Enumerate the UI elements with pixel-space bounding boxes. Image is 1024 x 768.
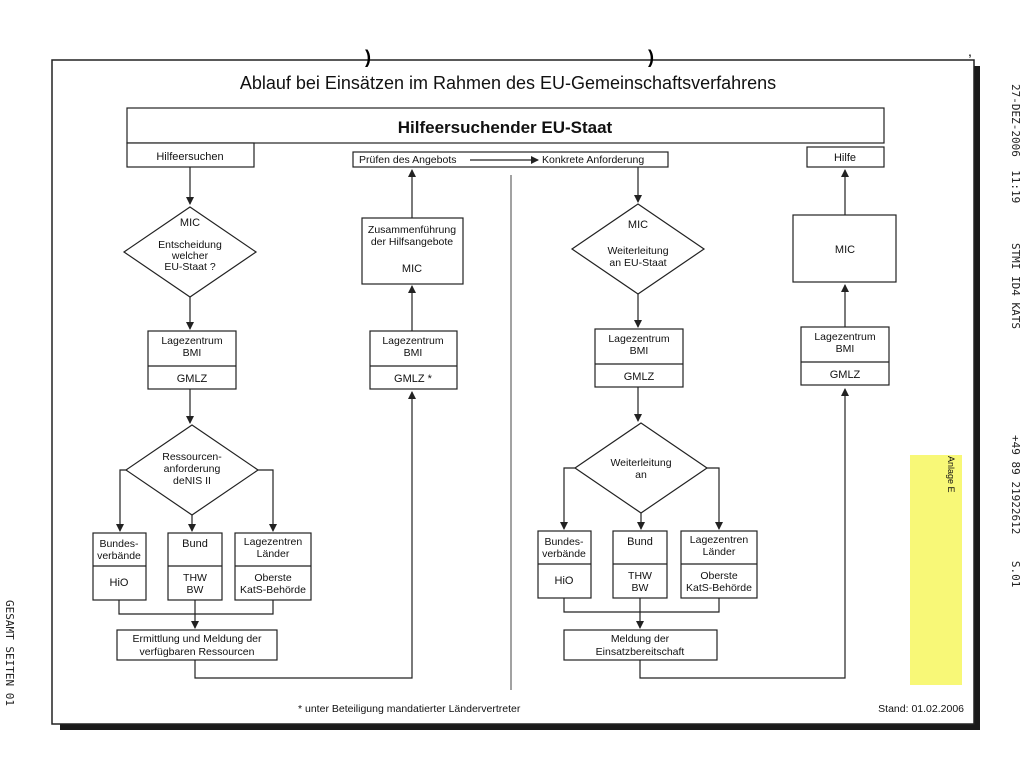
box-text: HiO: [110, 577, 129, 589]
diamond-text: deNIS II: [173, 475, 211, 487]
box-text: Lagezentren: [244, 536, 303, 548]
box-text: BW: [632, 582, 649, 594]
box-text: Meldung der: [611, 633, 670, 645]
diamond-text: Ressourcen-: [162, 451, 222, 463]
box-text: Länder: [703, 546, 736, 558]
box-text: Zusammenführung: [368, 224, 456, 236]
diamond-text: anforderung: [164, 463, 221, 475]
diamond-text: EU-Staat ?: [164, 261, 216, 273]
box-text: Oberste: [700, 570, 738, 582]
box-text: Lagezentrum: [608, 333, 670, 345]
page-frame: [51, 59, 975, 725]
header-main-label: Hilfeersuchender EU-Staat: [398, 118, 613, 137]
box-lagezentrum-bmi-4: [800, 326, 890, 386]
box-text: der Hilfsangebote: [371, 236, 453, 248]
diamond-mic-label: MIC: [180, 217, 200, 229]
flow-arrow: [707, 467, 723, 530]
box-text: Lagezentrum: [814, 331, 876, 343]
diamond-text: Weiterleitung: [610, 457, 671, 469]
box-text: Lagezentren: [690, 534, 749, 546]
header-tab-hilfe: [806, 146, 885, 168]
fax-mark-2: ): [648, 47, 654, 67]
diamond-text: Weiterleitung: [607, 245, 668, 257]
box-text: BW: [187, 584, 204, 596]
box-text: KatS-Behörde: [240, 584, 306, 596]
header-tab-hilfeersuchen: [126, 142, 255, 168]
header-box: [126, 107, 885, 144]
box-mic-hilfe: [792, 214, 897, 283]
box-text: Lagezentrum: [382, 335, 444, 347]
box-gmlz: GMLZ *: [394, 373, 433, 385]
stand-date: Stand: 01.02.2006: [878, 703, 964, 715]
box-text: Bund: [627, 536, 653, 548]
flow-arrow: [639, 388, 849, 679]
diamond-text: an: [635, 469, 647, 481]
diamond-text: Entscheidung: [158, 239, 222, 251]
sticky-note: [910, 455, 962, 685]
box-text: THW: [628, 570, 652, 582]
header-tab-hilfe-label: Hilfe: [834, 152, 856, 164]
box-text: Lagezentrum: [161, 335, 223, 347]
flow-arrow: [194, 391, 416, 679]
header-tab-hilfeersuchen-label: Hilfeersuchen: [156, 151, 223, 163]
box-text: verbände: [542, 548, 586, 560]
box-lagezentrum-bmi: [147, 330, 237, 390]
diagram-title: Ablauf bei Einsätzen im Rahmen des EU-Ge…: [240, 73, 776, 93]
diamond-mic-label: MIC: [628, 219, 648, 231]
header-tab-pruefen-label: Prüfen des Angebots: [359, 154, 457, 166]
box-text: THW: [183, 572, 207, 584]
box-zusammenfuehrung: [361, 217, 464, 285]
box-gmlz: GMLZ: [177, 373, 208, 385]
fax-mark-1: ): [365, 47, 371, 67]
box-text: Ermittlung und Meldung der: [133, 633, 262, 645]
header-tab-konkrete-label: Konkrete Anforderung: [542, 154, 644, 166]
flow-arrow: [258, 469, 277, 532]
box-text: BMI: [183, 347, 202, 359]
box-gmlz: GMLZ: [624, 371, 655, 383]
flow-connector: [563, 598, 720, 613]
box-text: verbände: [97, 550, 141, 562]
flow-arrow: [116, 469, 126, 532]
box-text: verfügbaren Ressourcen: [140, 646, 255, 658]
box-mic: MIC: [402, 263, 422, 275]
box-ermittlung: [116, 629, 278, 661]
sticky-note-label: Anlage E: [946, 456, 956, 493]
box-lagezentrum-bmi-3: [594, 328, 684, 388]
footnote: * unter Beteiligung mandatierter Länderv…: [298, 703, 521, 715]
flow-connector: [118, 600, 274, 615]
box-text: BMI: [404, 347, 423, 359]
box-text: Bundes-: [544, 536, 584, 548]
box-text: Oberste: [254, 572, 292, 584]
fax-mark-3: ,: [968, 43, 972, 59]
box-text: BMI: [836, 343, 855, 355]
diamond-text: an EU-Staat: [609, 257, 666, 269]
box-gmlz: GMLZ: [830, 369, 861, 381]
diamond-text: welcher: [171, 250, 209, 262]
box-text: KatS-Behörde: [686, 582, 752, 594]
box-text: BMI: [630, 345, 649, 357]
fax-header: 27-DEZ-2006 11:19 STMI ID4 KATS +49 89 2…: [1009, 84, 1022, 587]
box-text: HiO: [555, 575, 574, 587]
box-text: Einsatzbereitschaft: [596, 646, 685, 658]
box-meldung: [563, 629, 718, 661]
box-text: Bundes-: [99, 538, 139, 550]
box-lagezentrum-bmi-2: [369, 330, 458, 390]
flow-arrow: [560, 467, 575, 530]
box-mic: MIC: [835, 244, 855, 256]
box-text: Bund: [182, 538, 208, 550]
box-text: Länder: [257, 548, 290, 560]
fax-footer: GESAMT SEITEN 01: [3, 600, 16, 706]
